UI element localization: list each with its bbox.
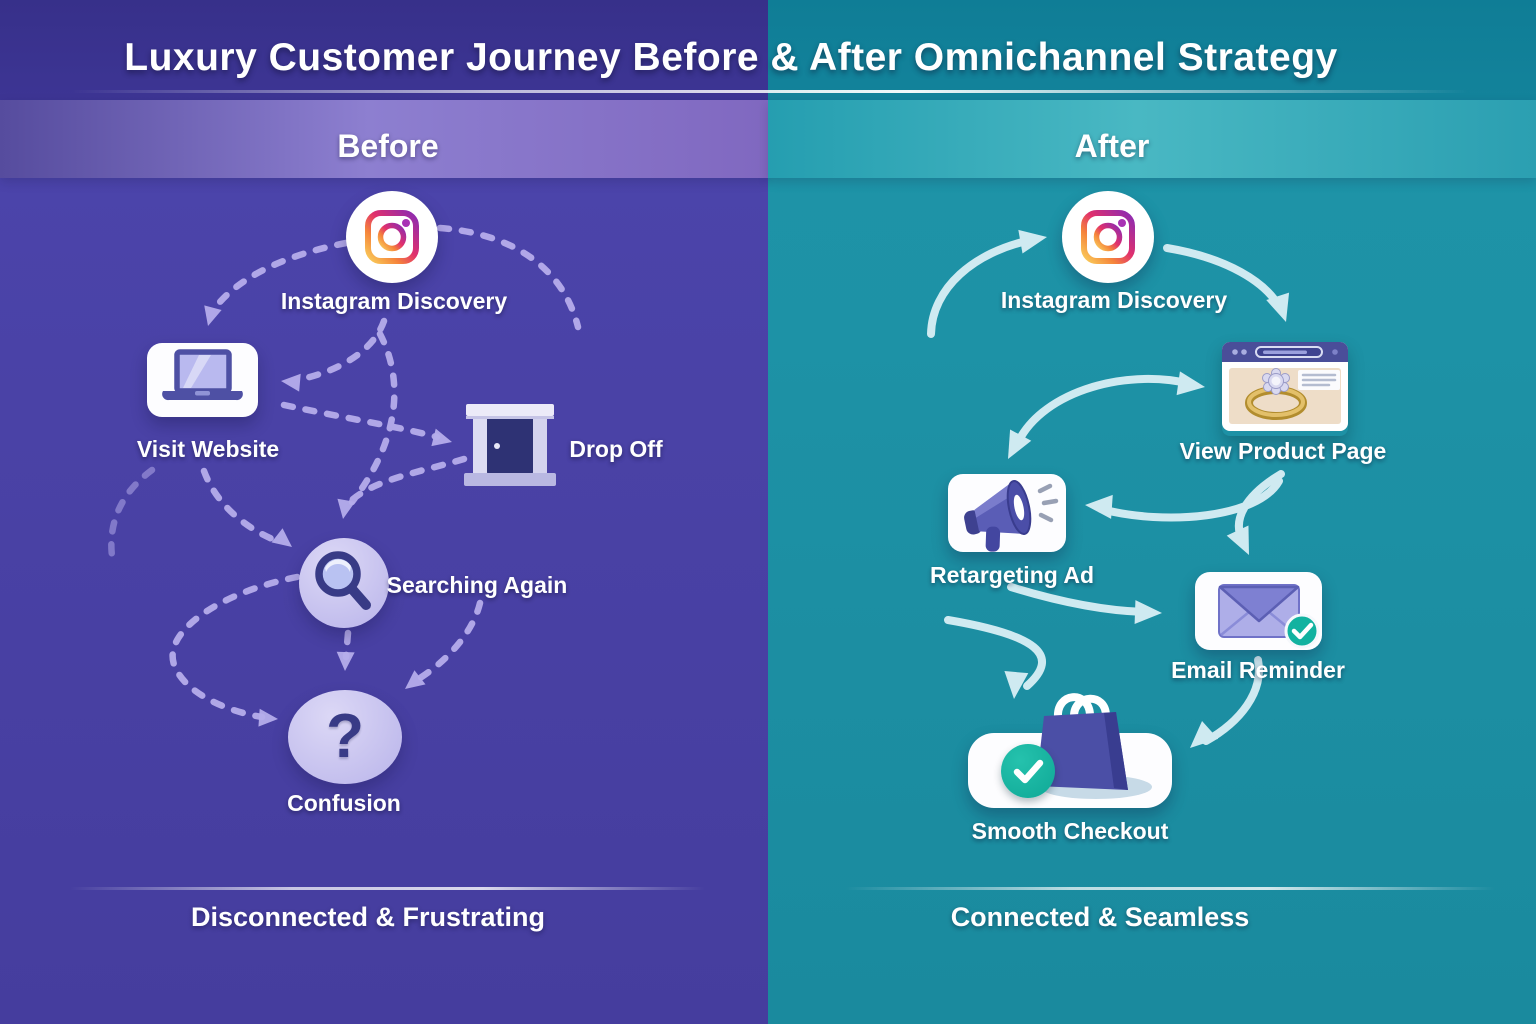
- checkout-check-icon: [1001, 744, 1055, 798]
- megaphone-icon: [948, 474, 1066, 552]
- header-before-background: [0, 0, 768, 100]
- instagram-glyph: [1081, 210, 1135, 264]
- magnifier-icon: [299, 538, 389, 628]
- after-caption: Connected & Seamless: [950, 902, 1250, 932]
- product-page-glyph: [1222, 342, 1348, 431]
- before-node-label-confusion: Confusion: [287, 790, 401, 816]
- before-footer-separator: [70, 887, 705, 890]
- door-icon: [464, 402, 556, 492]
- before-node-label-visit-website: Visit Website: [136, 436, 280, 462]
- before-node-label-searching-again: Searching Again: [386, 572, 568, 598]
- before-column-title: Before: [337, 128, 439, 164]
- before-node-label-instagram: Instagram Discovery: [280, 288, 508, 314]
- magnifier-glyph: [315, 551, 371, 610]
- instagram-icon: [1062, 191, 1154, 283]
- laptop-glyph: [162, 349, 243, 401]
- before-node-label-drop-off: Drop Off: [569, 436, 663, 462]
- question-mark-icon: ?: [288, 690, 402, 784]
- browser-ring-icon: [1222, 342, 1348, 436]
- header-separator-line: [70, 90, 1470, 93]
- megaphone-glyph: [964, 480, 1059, 552]
- before-caption: Disconnected & Frustrating: [190, 902, 546, 932]
- after-column-title: After: [1074, 128, 1150, 164]
- shopping-bag-glyph: [1030, 686, 1140, 809]
- envelope-glyph: [1218, 584, 1320, 649]
- after-band: [768, 100, 1536, 178]
- before-band: [0, 100, 768, 178]
- after-node-label-view-product-page: View Product Page: [1179, 438, 1387, 464]
- laptop-icon: [147, 343, 258, 417]
- instagram-icon: [346, 191, 438, 283]
- after-node-label-smooth-checkout: Smooth Checkout: [971, 818, 1169, 844]
- envelope-check-icon: [1195, 572, 1322, 650]
- header-after-background: [768, 0, 1536, 100]
- after-node-label-retargeting-ad: Retargeting Ad: [930, 562, 1094, 588]
- after-footer-separator: [845, 887, 1495, 890]
- question-mark-glyph: ?: [326, 702, 364, 771]
- page-title: Luxury Customer Journey Before & After O…: [124, 36, 1338, 79]
- after-node-label-email-reminder: Email Reminder: [1171, 657, 1345, 683]
- instagram-glyph: [365, 210, 419, 264]
- after-node-label-instagram: Instagram Discovery: [1000, 287, 1228, 313]
- door-glyph: [464, 404, 556, 486]
